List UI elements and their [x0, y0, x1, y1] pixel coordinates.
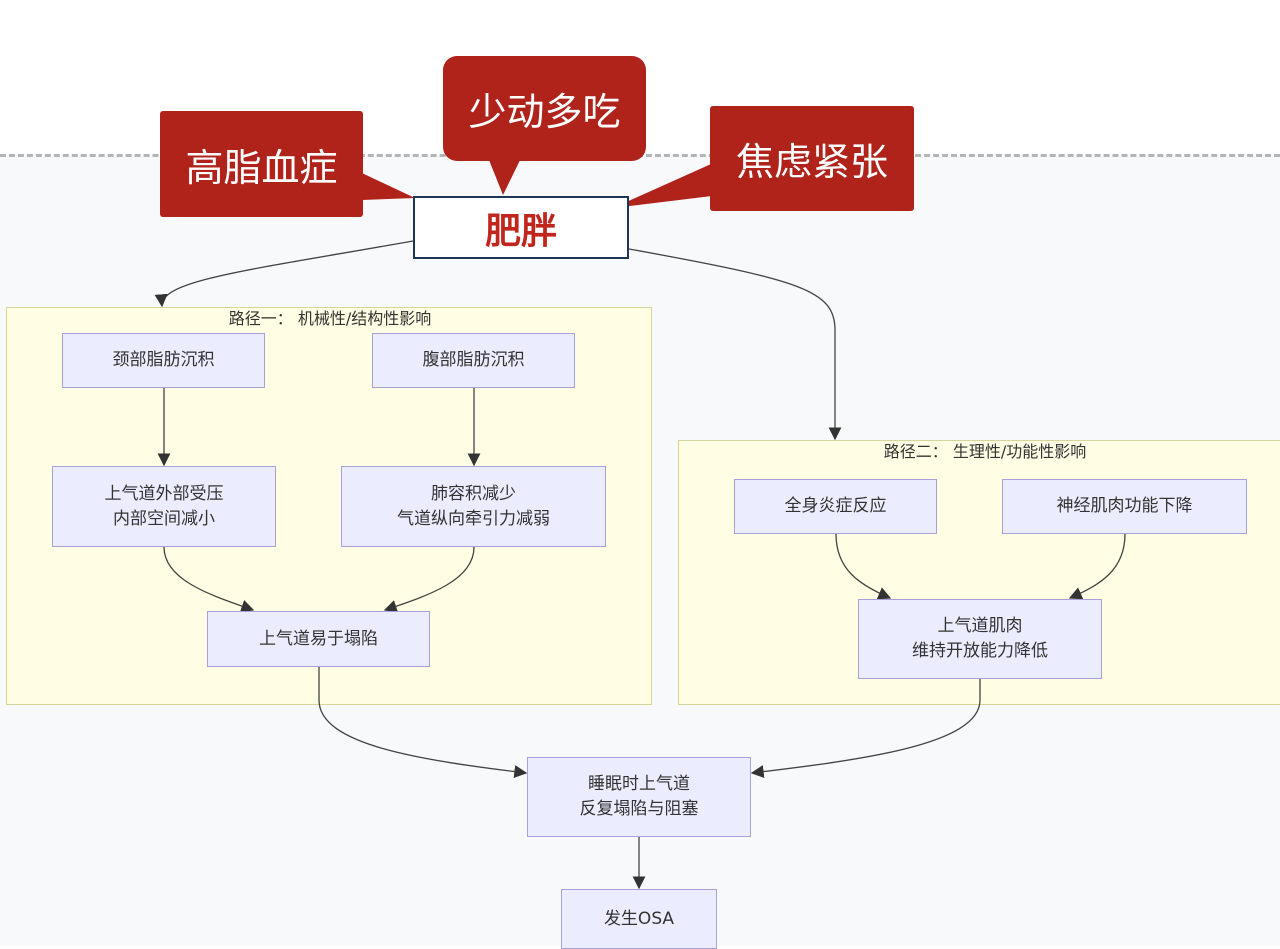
- node-lung-volume: 肺容积减少 气道纵向牵引力减弱: [341, 466, 606, 547]
- callout-top-tail: [485, 150, 525, 195]
- edge-lung-collapse: [383, 546, 475, 613]
- node-obesity: 肥胖: [413, 196, 629, 259]
- edge-neuro-muscle: [1068, 533, 1126, 600]
- callout-inactivity: 少动多吃: [443, 56, 646, 161]
- edge-inflam-muscle: [835, 533, 892, 600]
- node-airway-collapse: 上气道易于塌陷: [207, 611, 430, 667]
- node-inflammation: 全身炎症反应: [734, 479, 937, 534]
- edge-compress-collapse: [163, 546, 255, 613]
- path1-title: 路径一： 机械性/结构性影响: [228, 309, 432, 328]
- callout-right-tail: [613, 160, 720, 208]
- node-airway-compress: 上气道外部受压 内部空间减小: [52, 466, 276, 547]
- node-sleep-obstruction: 睡眠时上气道 反复塌陷与阻塞: [527, 757, 751, 837]
- node-osa: 发生OSA: [561, 889, 717, 949]
- callout-hyperlipidemia: 高脂血症: [160, 111, 363, 217]
- node-neuromuscular: 神经肌肉功能下降: [1002, 479, 1247, 534]
- edge-muscle-sleep: [750, 679, 981, 779]
- edge-main-path2: [628, 248, 842, 441]
- node-abdomen-fat: 腹部脂肪沉积: [372, 333, 575, 388]
- callout-anxiety: 焦虑紧张: [710, 106, 914, 211]
- node-airway-muscle: 上气道肌肉 维持开放能力降低: [858, 599, 1102, 679]
- edge-main-path1: [154, 240, 414, 308]
- path2-title: 路径二： 生理性/功能性影响: [883, 442, 1087, 461]
- node-neck-fat: 颈部脂肪沉积: [62, 333, 265, 388]
- edge-collapse-sleep: [318, 667, 528, 779]
